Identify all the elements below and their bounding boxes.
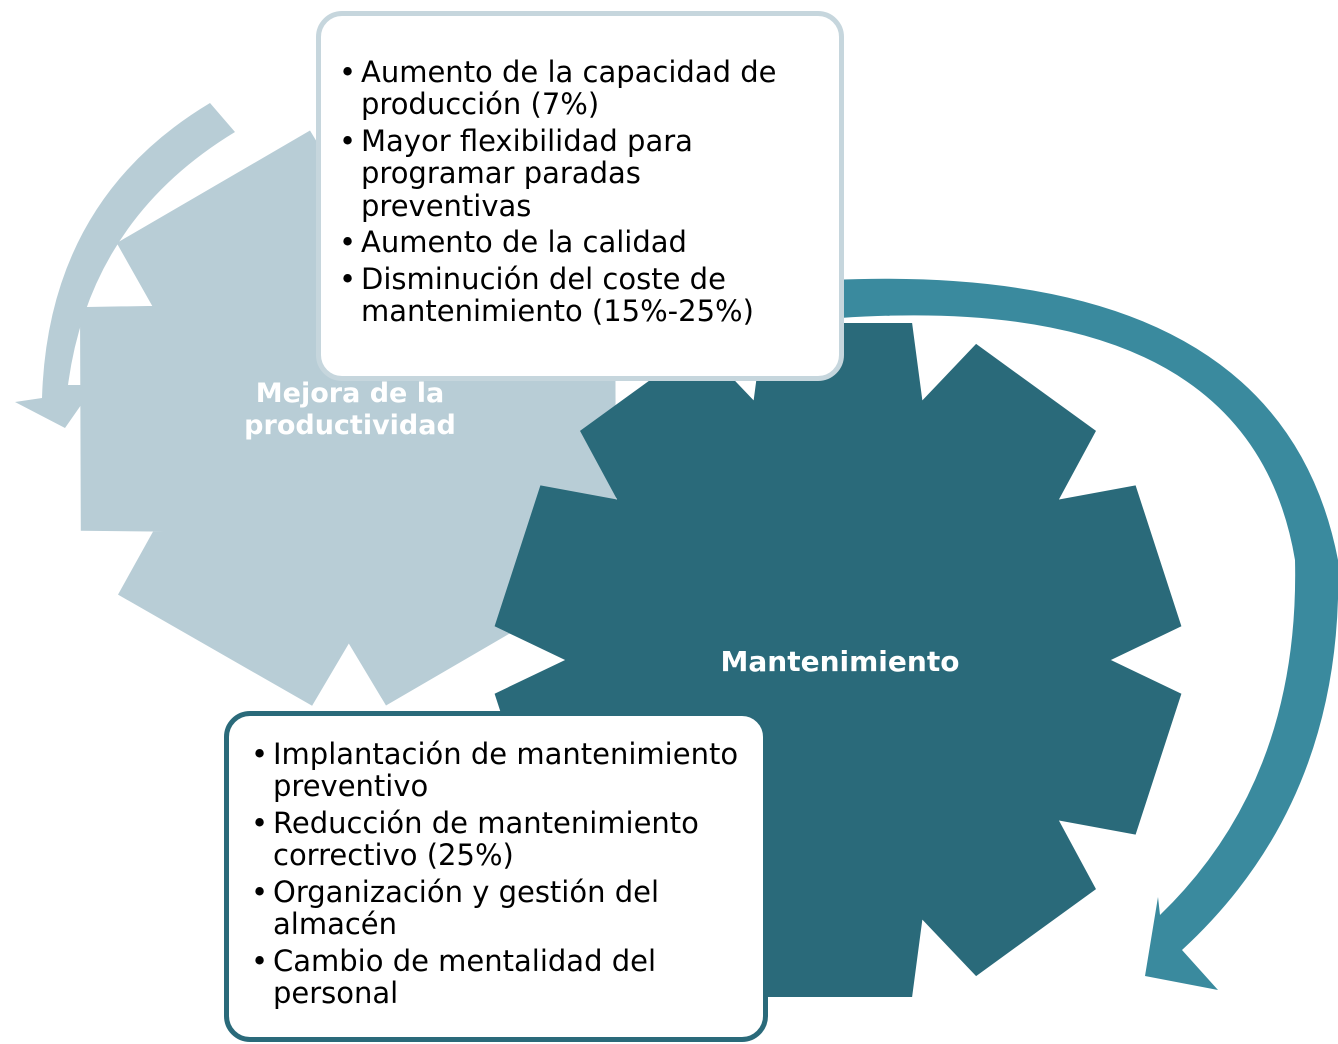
- benefits-list: Aumento de la capacidad de producción (7…: [339, 56, 819, 328]
- list-item: Reducción de mantenimiento correctivo (2…: [251, 807, 743, 872]
- gear-label-productivity: Mejora de la productividad: [244, 378, 456, 442]
- list-item: Cambio de mentalidad del personal: [251, 945, 743, 1010]
- callout-maintenance-actions: Implantación de mantenimiento preventivo…: [224, 711, 768, 1042]
- actions-list: Implantación de mantenimiento preventivo…: [251, 738, 743, 1010]
- curved-arrow-left: [15, 103, 235, 428]
- callout-productivity-benefits: Aumento de la capacidad de producción (7…: [316, 11, 844, 381]
- list-item: Organización y gestión del almacén: [251, 876, 743, 941]
- gear-label-maintenance: Mantenimiento: [720, 645, 960, 678]
- list-item: Implantación de mantenimiento preventivo: [251, 738, 743, 803]
- list-item: Aumento de la capacidad de producción (7…: [339, 56, 819, 121]
- list-item: Mayor flexibilidad para programar parada…: [339, 125, 819, 223]
- list-item: Disminución del coste de mantenimiento (…: [339, 263, 819, 328]
- list-item: Aumento de la calidad: [339, 226, 819, 259]
